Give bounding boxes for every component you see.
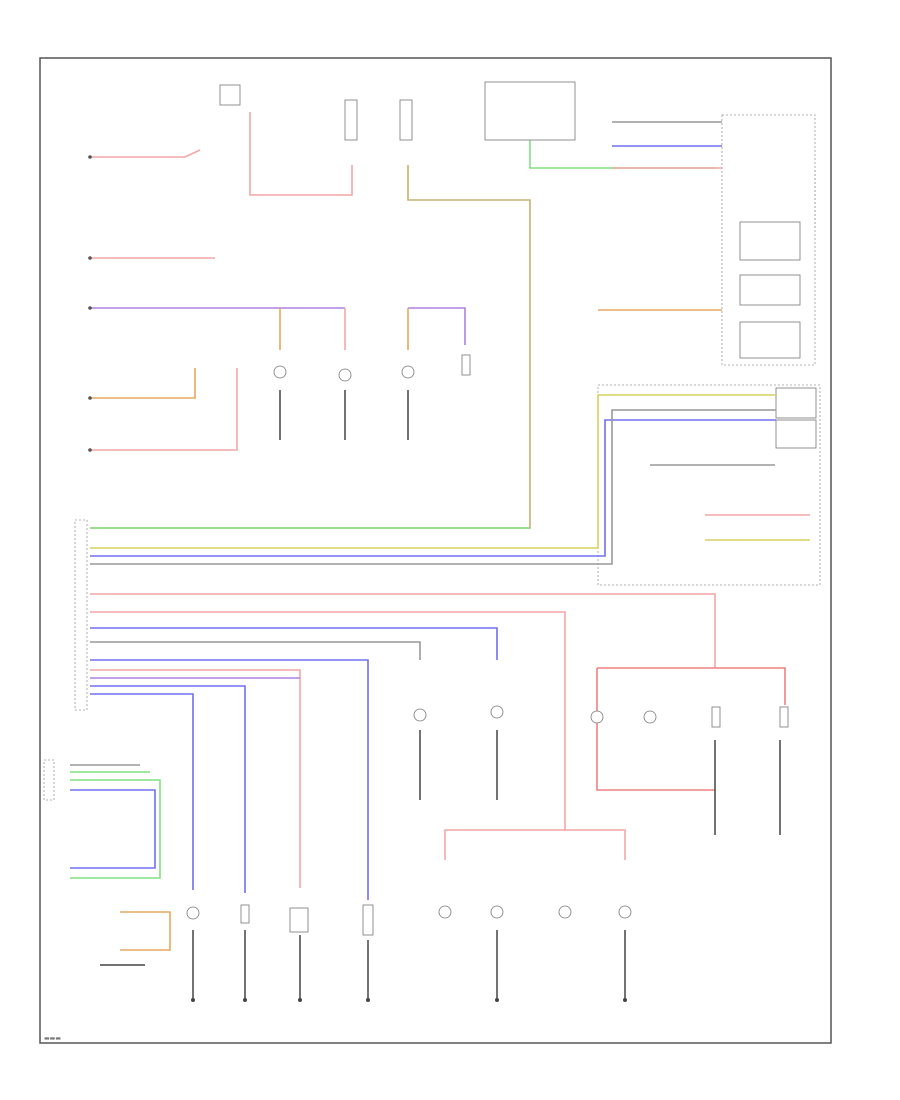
connector-terminal-3 xyxy=(88,306,92,310)
page-marker: ▬▬▬ xyxy=(44,1035,61,1042)
lamp-row-3 xyxy=(401,365,415,379)
top-relay-box xyxy=(484,81,576,141)
switch-bottom-4 xyxy=(362,904,374,936)
ground-terminal-2 xyxy=(243,998,247,1002)
wire-blue-to-lamp-2 xyxy=(90,627,498,660)
lamp-mid-2 xyxy=(490,705,504,719)
wire-red-right-group xyxy=(597,667,786,705)
ground-terminal-4 xyxy=(366,998,370,1002)
connector-terminal-1 xyxy=(88,155,92,159)
wire-blue-bl-4 xyxy=(70,789,156,869)
wire-blue-harness xyxy=(90,419,776,557)
switch-right-4 xyxy=(779,706,789,728)
lamp-row-2 xyxy=(338,368,352,382)
switch-right-3 xyxy=(711,706,721,728)
wire-orange-row4 xyxy=(90,368,196,399)
wire-gray-harness xyxy=(90,409,776,565)
wire-violet-drop-3 xyxy=(408,307,466,345)
wire-red-to-unit-3 xyxy=(90,669,301,888)
lamp-bottom-6 xyxy=(490,905,504,919)
wire-blue-to-lamp-a xyxy=(90,693,194,890)
wire-gray-to-lamp-1 xyxy=(90,641,421,660)
connector-terminal-5 xyxy=(88,448,92,452)
wire-red-lower-right xyxy=(565,829,626,860)
lamp-bottom-8 xyxy=(618,905,632,919)
wire-layer xyxy=(70,112,810,966)
wire-red-lower xyxy=(90,611,566,860)
wire-red-right-loop xyxy=(596,668,715,791)
lamp-right-1 xyxy=(590,710,604,724)
wire-green-bl-3 xyxy=(70,779,161,879)
lower-left-connector xyxy=(43,759,55,801)
wire-top-left-red xyxy=(90,149,201,158)
lamp-mid-1 xyxy=(413,708,427,722)
wire-tan-long xyxy=(90,165,531,529)
top-component-2 xyxy=(399,99,413,141)
lamp-right-2 xyxy=(643,710,657,724)
wire-brake-switch-red xyxy=(249,112,353,196)
ground-terminal-6 xyxy=(623,998,627,1002)
top-component-1 xyxy=(344,99,358,141)
lamp-bottom-7 xyxy=(558,905,572,919)
wire-red-row5 xyxy=(90,368,238,451)
component-layer xyxy=(88,81,789,1002)
lamp-row-1 xyxy=(273,365,287,379)
lamp-bottom-1 xyxy=(186,906,200,920)
wire-blue-to-switch-4 xyxy=(90,659,369,900)
switch-row-4 xyxy=(461,354,471,376)
wire-orange-bl-5 xyxy=(120,911,171,951)
wire-red-main xyxy=(90,593,716,668)
switch-assembly-box xyxy=(721,114,816,366)
cluster-switch-1 xyxy=(775,387,817,419)
wire-green-top xyxy=(529,140,715,169)
switch-block-1 xyxy=(739,221,801,261)
switch-block-3 xyxy=(739,321,801,359)
switch-block-2 xyxy=(739,274,801,306)
wire-blue-to-lamp-b xyxy=(90,685,246,893)
ground-terminal-5 xyxy=(495,998,499,1002)
lamp-bottom-5 xyxy=(438,905,452,919)
unit-bottom-3 xyxy=(289,907,309,933)
ground-terminal-3 xyxy=(298,998,302,1002)
wire-yellow-harness xyxy=(90,394,776,549)
switch-bottom-2 xyxy=(240,904,250,924)
cluster-switch-2 xyxy=(775,419,817,449)
ground-terminal-1 xyxy=(191,998,195,1002)
connector-terminal-2 xyxy=(88,256,92,260)
brake-switch xyxy=(219,84,241,106)
left-connector-block xyxy=(74,519,88,711)
diagram-frame xyxy=(39,57,832,1044)
connector-terminal-4 xyxy=(88,396,92,400)
